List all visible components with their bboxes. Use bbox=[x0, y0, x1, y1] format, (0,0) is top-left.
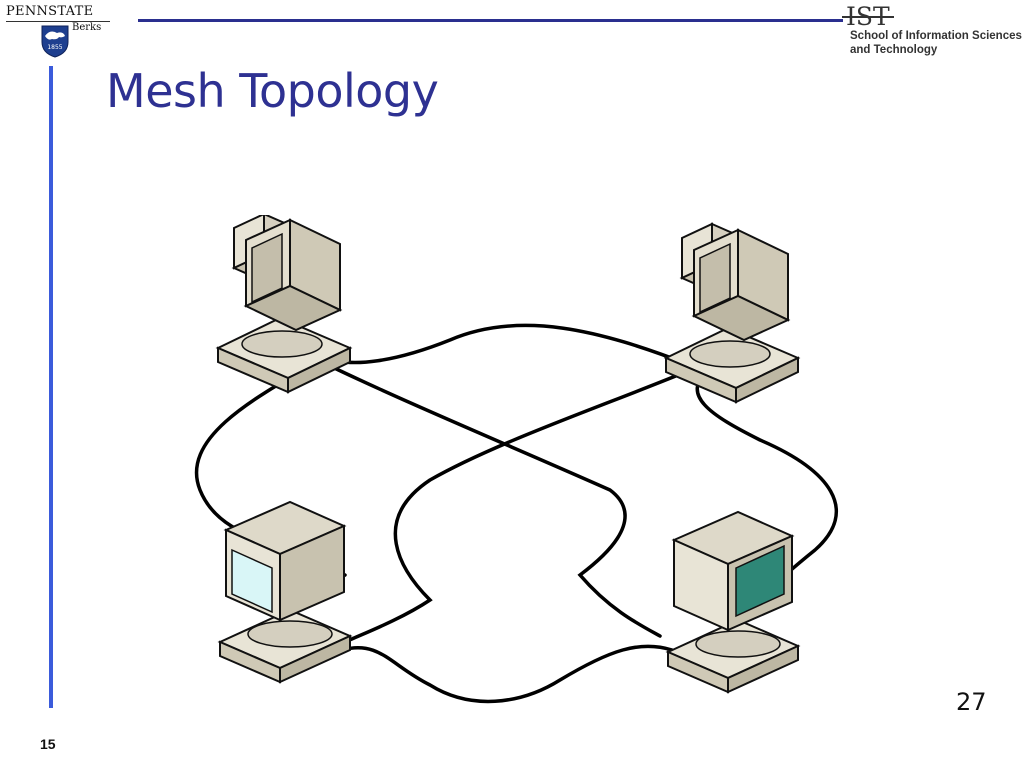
left-accent-bar bbox=[49, 66, 53, 708]
pennstate-wordmark: PENNSTATE bbox=[6, 4, 94, 19]
logo-rule bbox=[6, 21, 110, 22]
cable-top-left-to-top-right bbox=[320, 323, 692, 367]
mesh-topology-diagram bbox=[194, 215, 838, 704]
computer-bottom-right-icon bbox=[667, 511, 799, 693]
network-cables bbox=[194, 323, 838, 704]
nittany-lion-shield-icon: 1855 bbox=[41, 25, 69, 58]
computer-screen bbox=[735, 544, 785, 618]
computer-bottom-left-icon bbox=[219, 501, 351, 683]
slide-title: Mesh Topology bbox=[106, 64, 439, 118]
ist-name-line1: School of Information Sciences bbox=[850, 30, 1022, 42]
campus-name: Berks bbox=[72, 22, 102, 33]
seal-year: 1855 bbox=[47, 44, 62, 51]
ist-wordmark: IST bbox=[846, 2, 890, 31]
ist-name-line2: and Technology bbox=[850, 44, 938, 56]
pennstate-berks-logo: PENNSTATE 1855 Berks bbox=[4, 4, 114, 58]
cable-top-left-to-bottom-right bbox=[324, 362, 662, 638]
footer-number: 15 bbox=[40, 736, 56, 752]
computer-top-left-icon bbox=[217, 215, 351, 393]
header-divider bbox=[138, 19, 843, 22]
cable-bottom-left-to-bottom-right bbox=[340, 644, 674, 704]
ist-logo-rule bbox=[842, 16, 894, 18]
slide-page-number: 27 bbox=[956, 688, 987, 716]
cable-top-right-to-bottom-left bbox=[343, 364, 702, 644]
computer-top-right-icon bbox=[665, 223, 799, 403]
ist-logo: IST School of Information Sciences and T… bbox=[842, 2, 1024, 60]
computer-screen bbox=[231, 548, 273, 614]
cable-top-right-to-bottom-right bbox=[695, 368, 838, 590]
